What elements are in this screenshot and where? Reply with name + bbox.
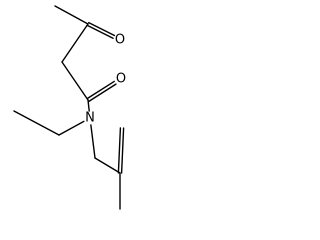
bond-c7-c8 — [94, 157, 121, 174]
bond-c3-c4 — [61, 61, 89, 101]
bond-n1-c7 — [90, 124, 96, 159]
bond-c8-c9-line-a — [120, 127, 125, 174]
bonds-layer — [13, 5, 125, 210]
bond-n1-c5 — [58, 120, 85, 136]
atom-label-o2: O — [116, 72, 126, 87]
bond-c1-c2 — [54, 5, 89, 25]
bond-c2-o1-line-b — [88, 21, 116, 37]
molecule-structure: O O N — [13, 5, 126, 210]
bond-c2-c3 — [61, 23, 89, 63]
atom-label-o1: O — [115, 33, 125, 48]
bond-c4-o2-line-a — [88, 83, 117, 103]
atom-labels-layer: O O N — [85, 33, 126, 126]
bond-c4-o2-line-b — [86, 80, 115, 100]
bond-c2-o1-line-a — [86, 24, 114, 39]
atom-label-n1: N — [85, 111, 95, 126]
bond-c8-c9-line-b — [117, 127, 122, 174]
bond-c5-c6 — [13, 110, 60, 136]
bond-c4-n1 — [87, 99, 90, 112]
